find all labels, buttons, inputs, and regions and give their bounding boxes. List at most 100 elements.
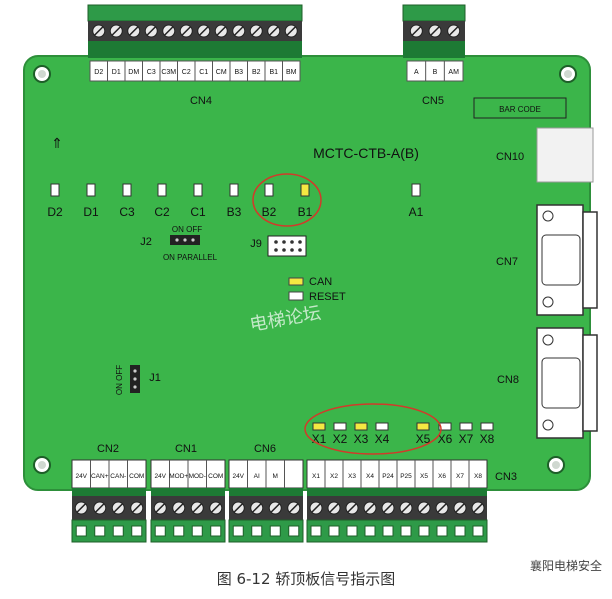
- led-label: X3: [354, 432, 369, 446]
- terminal-pin-label: D1: [112, 69, 121, 76]
- led-a1: [411, 183, 421, 197]
- terminal-pin-label: C3: [147, 69, 156, 76]
- terminal-pin-label: 24V: [154, 473, 166, 480]
- board-model: MCTC-CTB-A(B): [313, 145, 419, 161]
- cn4-label: CN4: [190, 95, 212, 107]
- led-c1: [193, 183, 203, 197]
- terminal-pin-label: B3: [234, 69, 243, 76]
- terminal-pin-label: X1: [312, 473, 320, 480]
- j1-on-off: ON OFF: [115, 365, 124, 395]
- led-x2: [333, 422, 347, 431]
- led-x6: [438, 422, 452, 431]
- terminal-pin-label: B1: [269, 69, 278, 76]
- j9-header: [267, 235, 307, 257]
- terminal-pin-label: X5: [420, 473, 428, 480]
- terminal-pin-label: M: [273, 473, 278, 480]
- led-label: B1: [298, 205, 313, 219]
- barcode-label: BAR CODE: [499, 105, 541, 114]
- terminal-pin-label: MOD+: [169, 473, 188, 480]
- terminal-pin-label: A: [414, 69, 419, 76]
- led-d2: [50, 183, 60, 197]
- terminal-pin-label: X6: [438, 473, 446, 480]
- cn7-db9-connector: [536, 204, 598, 316]
- led-label: A1: [409, 205, 424, 219]
- led-b1: [300, 183, 310, 197]
- figure-caption: 图 6-12 轿顶板信号指示图: [216, 570, 396, 588]
- reset-label: RESET: [309, 291, 346, 303]
- led-label: D1: [83, 205, 99, 219]
- can-label: CAN: [309, 276, 332, 288]
- led-x1: [312, 422, 326, 431]
- cn5-terminal-block: A B AM: [402, 4, 466, 82]
- board-body: [23, 55, 591, 491]
- led-x8: [480, 422, 494, 431]
- led-label: X4: [375, 432, 390, 446]
- terminal-pin-label: C1: [199, 69, 208, 76]
- cn6-label: CN6: [254, 443, 276, 455]
- led-label: B3: [227, 205, 242, 219]
- cn1-label: CN1: [175, 443, 197, 455]
- terminal-pin-label: X7: [456, 473, 464, 480]
- barcode-box: [473, 97, 567, 119]
- led-label: C3: [119, 205, 135, 219]
- led-x3: [354, 422, 368, 431]
- terminal-pin-label: COM: [129, 473, 144, 480]
- terminal-pin-label: DM: [128, 69, 139, 76]
- up-arrow-icon: ⇑: [51, 135, 63, 151]
- terminal-pin-label: P24: [382, 473, 394, 480]
- terminal-pin-label: X8: [474, 473, 482, 480]
- terminal-pin-label: D2: [94, 69, 103, 76]
- led-label: X2: [333, 432, 348, 446]
- j9-label: J9: [250, 238, 262, 250]
- cn3-label: CN3: [495, 471, 517, 483]
- led-c3: [122, 183, 132, 197]
- cn10-port: [536, 127, 594, 183]
- led-label: X6: [438, 432, 453, 446]
- led-x4: [375, 422, 389, 431]
- terminal-pin-label: AI: [254, 473, 260, 480]
- terminal-pin-label: MOD-: [189, 473, 206, 480]
- led-label: X8: [480, 432, 495, 446]
- cn2-label: CN2: [97, 443, 119, 455]
- terminal-pin-label: B2: [252, 69, 261, 76]
- led-label: C2: [154, 205, 170, 219]
- terminal-pin-label: AM: [448, 69, 459, 76]
- terminal-pin-label: 24V: [75, 473, 87, 480]
- j2-on-off: ON OFF: [172, 225, 202, 234]
- cn8-db9-connector: [536, 327, 598, 439]
- terminal-pin-label: X3: [348, 473, 356, 480]
- terminal-pin-label: CM: [216, 69, 227, 76]
- terminal-pin-label: CAN-: [110, 473, 126, 480]
- terminal-pin-label: COM: [208, 473, 223, 480]
- led-label: D2: [47, 205, 63, 219]
- j1-label: J1: [149, 372, 161, 384]
- highlight-circle-x: [304, 403, 442, 455]
- terminal-pin-label: X2: [330, 473, 338, 480]
- cn5-label: CN5: [422, 95, 444, 107]
- cn10-label: CN10: [496, 151, 524, 163]
- led-b3: [229, 183, 239, 197]
- led-x5: [416, 422, 430, 431]
- terminal-pin-label: B: [433, 69, 438, 76]
- terminal-pin-label: P25: [400, 473, 412, 480]
- led-d1: [86, 183, 96, 197]
- cn6-terminal-block: 24V AI M: [228, 459, 304, 543]
- terminal-pin-label: X4: [366, 473, 374, 480]
- led-label: B2: [262, 205, 277, 219]
- terminal-pin-label: 24V: [232, 473, 244, 480]
- can-led: [288, 277, 304, 286]
- j9-pins: [274, 240, 302, 252]
- led-c2: [157, 183, 167, 197]
- reset-button[interactable]: [288, 291, 304, 301]
- terminal-pin-label: C2: [182, 69, 191, 76]
- cn3-terminal-block: X1 X2 X3 X4 P24 P25 X5 X6 X7 X8: [306, 459, 488, 543]
- terminal-pin-label: BM: [286, 69, 297, 76]
- account-watermark: 襄阳电梯安全: [529, 559, 602, 573]
- highlight-circle-b: [252, 173, 322, 227]
